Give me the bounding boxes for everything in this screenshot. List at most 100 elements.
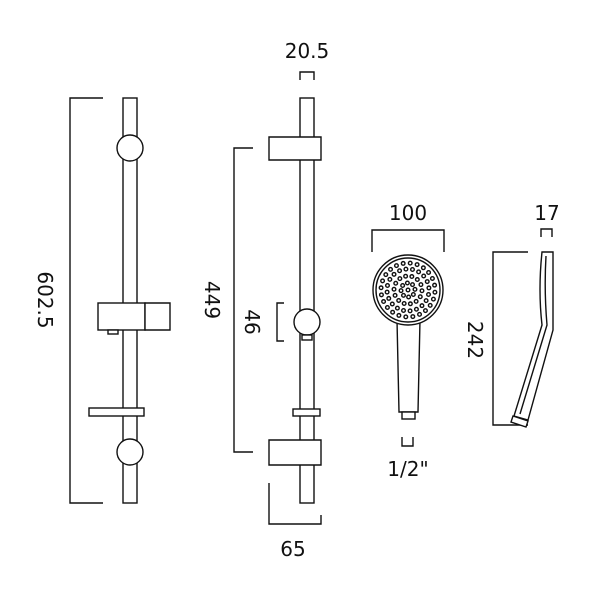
nozzle	[400, 260, 406, 266]
nozzle	[423, 298, 429, 304]
nozzle	[380, 278, 386, 284]
projection-dimension-line	[268, 483, 322, 525]
bracket-centres-dimension-line	[233, 147, 253, 453]
nozzle	[417, 294, 423, 300]
nozzle	[392, 292, 398, 298]
handset-length-dimension-line	[492, 251, 528, 426]
nozzle	[417, 311, 423, 317]
slider-body	[97, 302, 146, 331]
slider-height-label: 46	[240, 309, 264, 334]
nozzle	[384, 283, 390, 289]
rail-diameter-label: 20.5	[285, 39, 330, 63]
nozzle	[378, 285, 384, 291]
nozzle	[396, 297, 402, 303]
nozzle	[387, 276, 393, 282]
nozzle	[430, 296, 436, 302]
nozzle	[409, 266, 415, 272]
rail-rod	[299, 97, 315, 504]
nozzle	[412, 286, 418, 292]
nozzle-pattern	[378, 260, 438, 320]
head-diameter-dimension-line	[371, 229, 445, 252]
nozzle	[390, 309, 396, 315]
slider-knob	[301, 334, 313, 341]
hose-connector	[401, 411, 416, 420]
nozzle	[403, 273, 409, 279]
slider-knob	[107, 329, 119, 335]
nozzle	[414, 262, 420, 268]
slider	[293, 308, 321, 336]
rail-rod	[122, 97, 138, 504]
nozzle	[398, 288, 404, 294]
top-wall-bracket	[116, 134, 144, 162]
rail-diameter-dimension-line	[299, 71, 315, 80]
nozzle	[388, 266, 394, 272]
nozzle	[407, 260, 413, 266]
nozzle	[421, 273, 427, 279]
handset-profile-edge	[519, 255, 548, 415]
nozzle	[416, 269, 422, 275]
nozzle	[427, 302, 433, 308]
nozzle	[396, 312, 402, 318]
nozzle	[389, 301, 395, 307]
nozzle	[414, 277, 420, 283]
nozzle	[413, 298, 419, 304]
shower-head-rim	[375, 257, 441, 323]
rail-front-view: 602.5	[33, 97, 171, 504]
nozzle	[409, 274, 415, 280]
rail-side-view: 20.5 449 46 65	[200, 39, 329, 561]
nozzle	[393, 280, 399, 286]
nozzle	[397, 276, 403, 282]
head-diameter-label: 100	[389, 201, 427, 225]
nozzle	[424, 279, 430, 285]
handset-profile	[513, 251, 554, 421]
handset-side-view: 17 242	[463, 201, 560, 428]
nozzle	[381, 299, 387, 305]
nozzle	[426, 285, 432, 291]
nozzle	[432, 289, 438, 295]
projection-label: 65	[280, 537, 305, 561]
nozzle	[384, 304, 390, 310]
nozzle	[419, 303, 425, 309]
nozzle	[403, 266, 409, 272]
bracket-centres-label: 449	[200, 281, 224, 319]
nozzle	[429, 275, 435, 281]
soap-dish	[88, 407, 145, 417]
slider-height-dimension-line	[276, 302, 284, 342]
bottom-wall-bracket	[116, 438, 144, 466]
nozzle	[407, 301, 413, 307]
hose-connector	[510, 415, 529, 428]
nozzle	[413, 306, 419, 312]
nozzle	[391, 271, 397, 277]
nozzle	[410, 292, 416, 298]
nozzle	[400, 292, 406, 298]
nozzle	[405, 287, 411, 293]
nozzle	[393, 263, 399, 269]
nozzle	[383, 272, 389, 278]
shower-head	[372, 254, 444, 326]
nozzle	[407, 308, 413, 314]
handset-handle	[396, 319, 421, 413]
nozzle	[386, 295, 392, 301]
nozzle	[401, 300, 407, 306]
nozzle	[397, 268, 403, 274]
connection-dimension-line	[401, 437, 414, 447]
nozzle	[400, 282, 406, 288]
nozzle	[432, 282, 438, 288]
soap-dish-ring	[292, 408, 321, 417]
nozzle	[419, 288, 425, 294]
nozzle	[406, 294, 412, 300]
head-depth-label: 17	[534, 201, 559, 225]
nozzle	[391, 286, 397, 292]
nozzle	[394, 305, 400, 311]
handset-length-label: 242	[463, 321, 487, 359]
nozzle	[420, 265, 426, 271]
nozzle	[410, 282, 416, 288]
nozzle	[422, 308, 428, 314]
nozzle	[426, 291, 432, 297]
nozzle	[378, 292, 384, 298]
handset-front-view: 100 1/2"	[371, 201, 445, 481]
head-depth-dimension-line	[540, 228, 553, 237]
nozzle	[426, 270, 432, 276]
rail-height-dimension-line	[69, 97, 103, 504]
